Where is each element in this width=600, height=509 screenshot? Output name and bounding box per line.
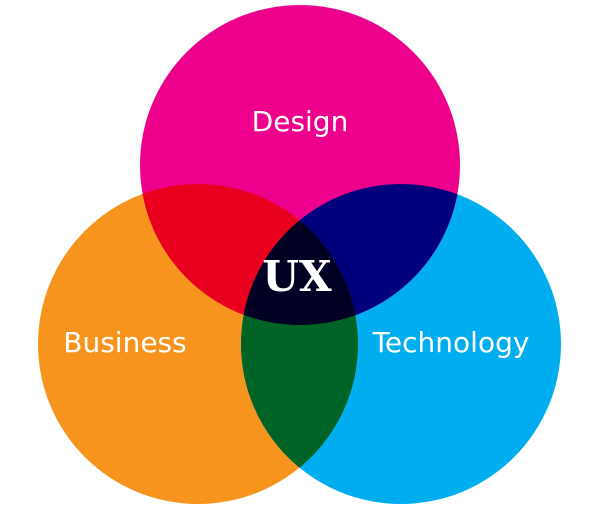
design-label: Design [252, 105, 349, 138]
technology-label: Technology [372, 326, 530, 359]
business-label: Business [63, 326, 186, 359]
ux-label: UX [262, 252, 332, 301]
ux-center-overlap [241, 184, 358, 325]
